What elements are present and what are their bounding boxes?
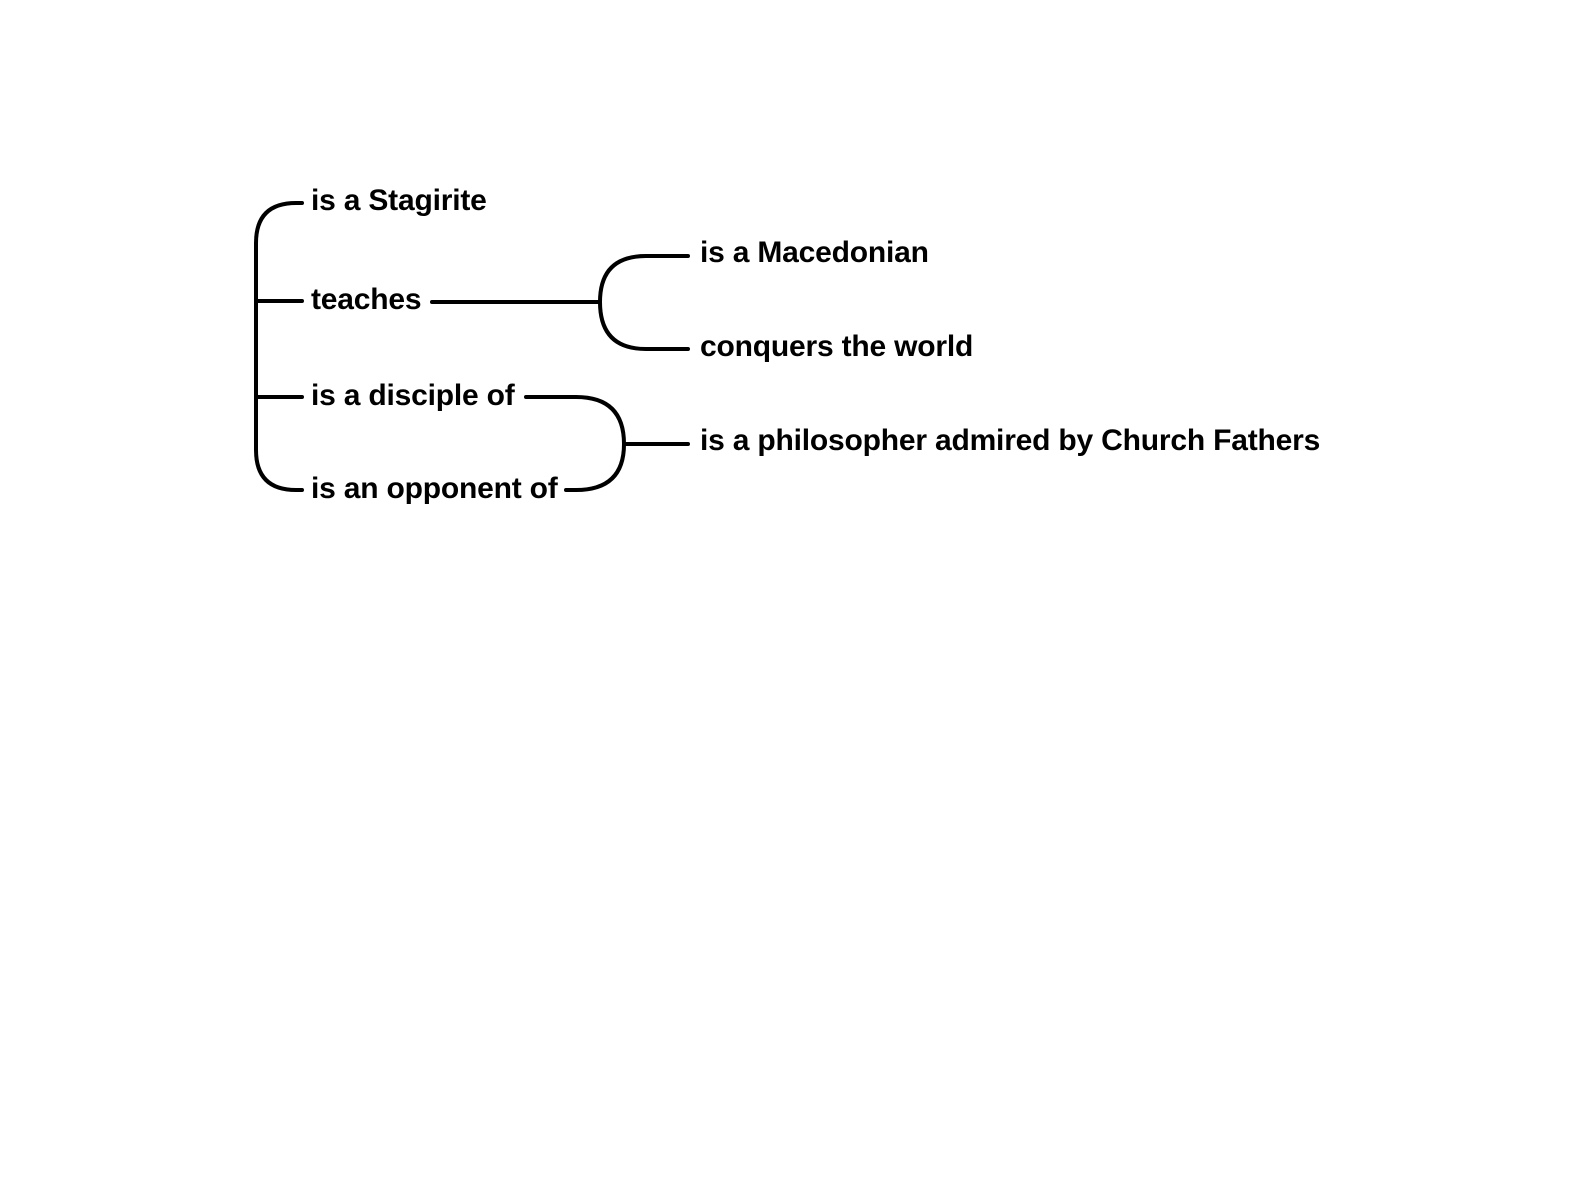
label-is-a-stagirite: is a Stagirite xyxy=(311,184,487,217)
label-is-an-opponent-of: is an opponent of xyxy=(311,472,558,505)
label-is-a-macedonian: is a Macedonian xyxy=(700,236,929,269)
bracket-main xyxy=(254,201,304,492)
label-philosopher-admired: is a philosopher admired by Church Fathe… xyxy=(700,424,1321,457)
label-teaches: teaches xyxy=(311,283,422,316)
bracket-teaches xyxy=(598,254,690,351)
label-conquers-the-world: conquers the world xyxy=(700,330,974,363)
label-is-a-disciple-of: is a disciple of xyxy=(311,379,515,412)
